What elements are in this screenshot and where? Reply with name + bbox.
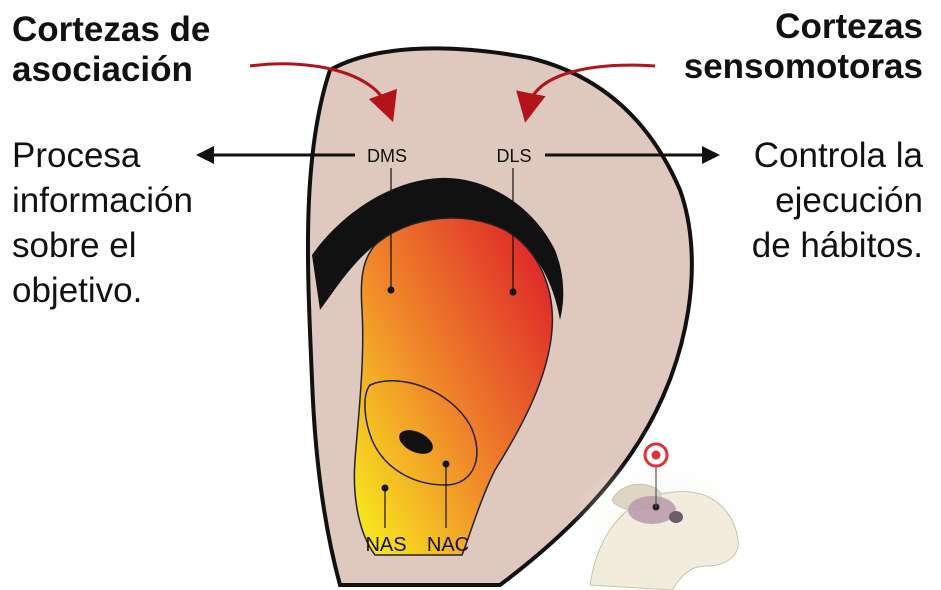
dls-point: [510, 289, 517, 296]
nac-point: [443, 461, 450, 468]
nas-label: NAS: [365, 534, 406, 556]
dms-label: DMS: [367, 146, 407, 166]
right-arrowhead-icon: [702, 146, 720, 164]
dls-label: DLS: [496, 146, 531, 166]
nac-label: NAC: [427, 534, 469, 556]
left-arrowhead-icon: [196, 146, 214, 164]
dms-point: [388, 287, 395, 294]
nas-point: [382, 485, 389, 492]
